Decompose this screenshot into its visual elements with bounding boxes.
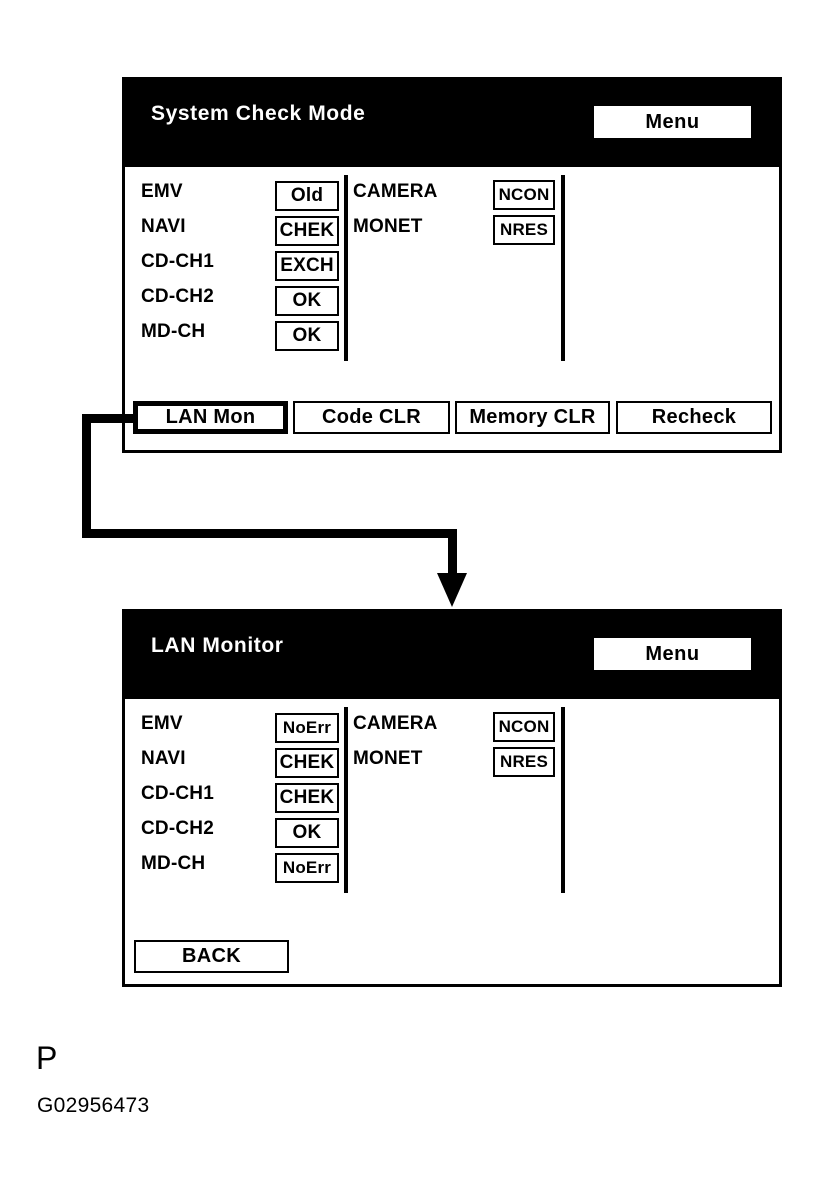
status-badge-emv-lan: NoErr — [275, 713, 339, 743]
status-badge-navi-lan: CHEK — [275, 748, 339, 778]
column-divider-right — [561, 175, 565, 361]
figure-caption-code: G02956473 — [37, 1094, 150, 1117]
device-label-emv-lan: EMV — [141, 713, 183, 734]
device-label-md-ch-lan: MD-CH — [141, 853, 206, 874]
device-label-cd-ch1: CD-CH1 — [141, 251, 214, 272]
memory-clr-button[interactable]: Memory CLR — [455, 401, 610, 434]
device-label-navi: NAVI — [141, 216, 186, 237]
recheck-button[interactable]: Recheck — [616, 401, 772, 434]
device-label-monet-lan: MONET — [353, 748, 423, 769]
column-divider-left — [344, 175, 348, 361]
status-badge-md-ch: OK — [275, 321, 339, 351]
back-button[interactable]: BACK — [134, 940, 289, 973]
device-label-cd-ch2: CD-CH2 — [141, 286, 214, 307]
panel-lan-monitor: LAN Monitor Menu EMV NoErr NAVI CHEK CD-… — [122, 609, 782, 987]
status-badge-monet-lan: NRES — [493, 747, 555, 777]
panel-header-system-check-mode: System Check Mode Menu — [125, 80, 779, 167]
device-label-monet: MONET — [353, 216, 423, 237]
column-divider-left-lan — [344, 707, 348, 893]
status-badge-navi: CHEK — [275, 216, 339, 246]
connector-arrow-icon — [437, 573, 467, 607]
status-badge-cd-ch1: EXCH — [275, 251, 339, 281]
panel-system-check-mode: System Check Mode Menu EMV Old NAVI CHEK… — [122, 77, 782, 453]
page-title-lan-monitor: LAN Monitor — [151, 634, 284, 657]
connector-segment-right — [82, 529, 457, 538]
status-badge-emv: Old — [275, 181, 339, 211]
status-badge-cd-ch2: OK — [275, 286, 339, 316]
connector-segment-down-final — [448, 529, 457, 577]
status-badge-cd-ch1-lan: CHEK — [275, 783, 339, 813]
device-label-emv: EMV — [141, 181, 183, 202]
device-label-camera-lan: CAMERA — [353, 713, 438, 734]
device-label-md-ch: MD-CH — [141, 321, 206, 342]
menu-button-lan-monitor[interactable]: Menu — [594, 638, 751, 670]
panel-header-lan-monitor: LAN Monitor Menu — [125, 612, 779, 699]
device-label-navi-lan: NAVI — [141, 748, 186, 769]
status-badge-camera: NCON — [493, 180, 555, 210]
menu-button[interactable]: Menu — [594, 106, 751, 138]
status-badge-md-ch-lan: NoErr — [275, 853, 339, 883]
panel-body-lan-monitor: EMV NoErr NAVI CHEK CD-CH1 CHEK CD-CH2 O… — [125, 699, 779, 984]
connector-segment-left — [82, 414, 134, 423]
connector-segment-down — [82, 414, 91, 538]
status-badge-cd-ch2-lan: OK — [275, 818, 339, 848]
column-divider-right-lan — [561, 707, 565, 893]
page-title: System Check Mode — [151, 102, 366, 125]
device-label-cd-ch1-lan: CD-CH1 — [141, 783, 214, 804]
code-clr-button[interactable]: Code CLR — [293, 401, 450, 434]
device-label-camera: CAMERA — [353, 181, 438, 202]
status-badge-monet: NRES — [493, 215, 555, 245]
lan-mon-button[interactable]: LAN Mon — [133, 401, 288, 434]
figure-caption-letter: P — [36, 1040, 58, 1076]
status-badge-camera-lan: NCON — [493, 712, 555, 742]
device-label-cd-ch2-lan: CD-CH2 — [141, 818, 214, 839]
panel-body-system-check-mode: EMV Old NAVI CHEK CD-CH1 EXCH CD-CH2 OK … — [125, 167, 779, 450]
